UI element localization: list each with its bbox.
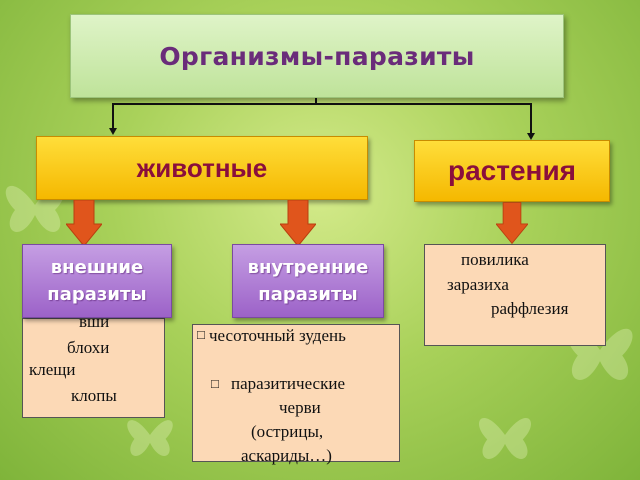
animals-label: животные	[136, 152, 268, 183]
page-title: Организмы-паразиты	[159, 41, 475, 71]
list-item: черви	[279, 398, 321, 417]
internal-parasites-label: внутренние паразиты	[248, 254, 369, 308]
title-box: Организмы-паразиты	[70, 14, 564, 98]
list-item: клопы	[71, 386, 117, 405]
list-item: заразиха	[447, 275, 509, 294]
external-line1: внешние	[50, 257, 144, 278]
list-item: вши	[79, 318, 110, 331]
plants-label: растения	[448, 155, 576, 186]
arrow-down-icon	[280, 200, 316, 246]
list-item: (острицы,	[251, 422, 324, 441]
list-item: блохи	[67, 338, 110, 357]
internal-parasites-box: внутренние паразиты	[232, 244, 384, 318]
external-parasites-list: вши блохи клещи клопы	[22, 318, 165, 418]
bullet-icon: □	[197, 327, 205, 342]
internal-line1: внутренние	[247, 257, 369, 278]
arrow-down-icon	[66, 200, 102, 246]
internal-line2: паразиты	[258, 284, 358, 305]
external-parasites-box: внешние паразиты	[22, 244, 172, 318]
butterfly-icon	[127, 420, 173, 456]
list-item: клещи	[29, 360, 76, 379]
list-item: раффлезия	[491, 299, 569, 318]
animals-box: животные	[36, 136, 368, 200]
list-item: паразитические	[231, 374, 345, 393]
external-parasites-label: внешние паразиты	[47, 254, 146, 308]
plants-list: повилика заразиха раффлезия	[424, 244, 606, 346]
bullet-icon: □	[211, 376, 219, 391]
internal-parasites-list: □ чесоточный зудень □ паразитические чер…	[192, 324, 400, 465]
list-item: повилика	[461, 250, 529, 269]
arrow-down-icon	[496, 202, 528, 244]
list-item: аскариды…)	[241, 446, 332, 465]
external-line2: паразиты	[47, 284, 147, 305]
list-item: чесоточный зудень	[209, 326, 346, 345]
plants-box: растения	[414, 140, 610, 202]
butterfly-icon	[478, 418, 532, 459]
